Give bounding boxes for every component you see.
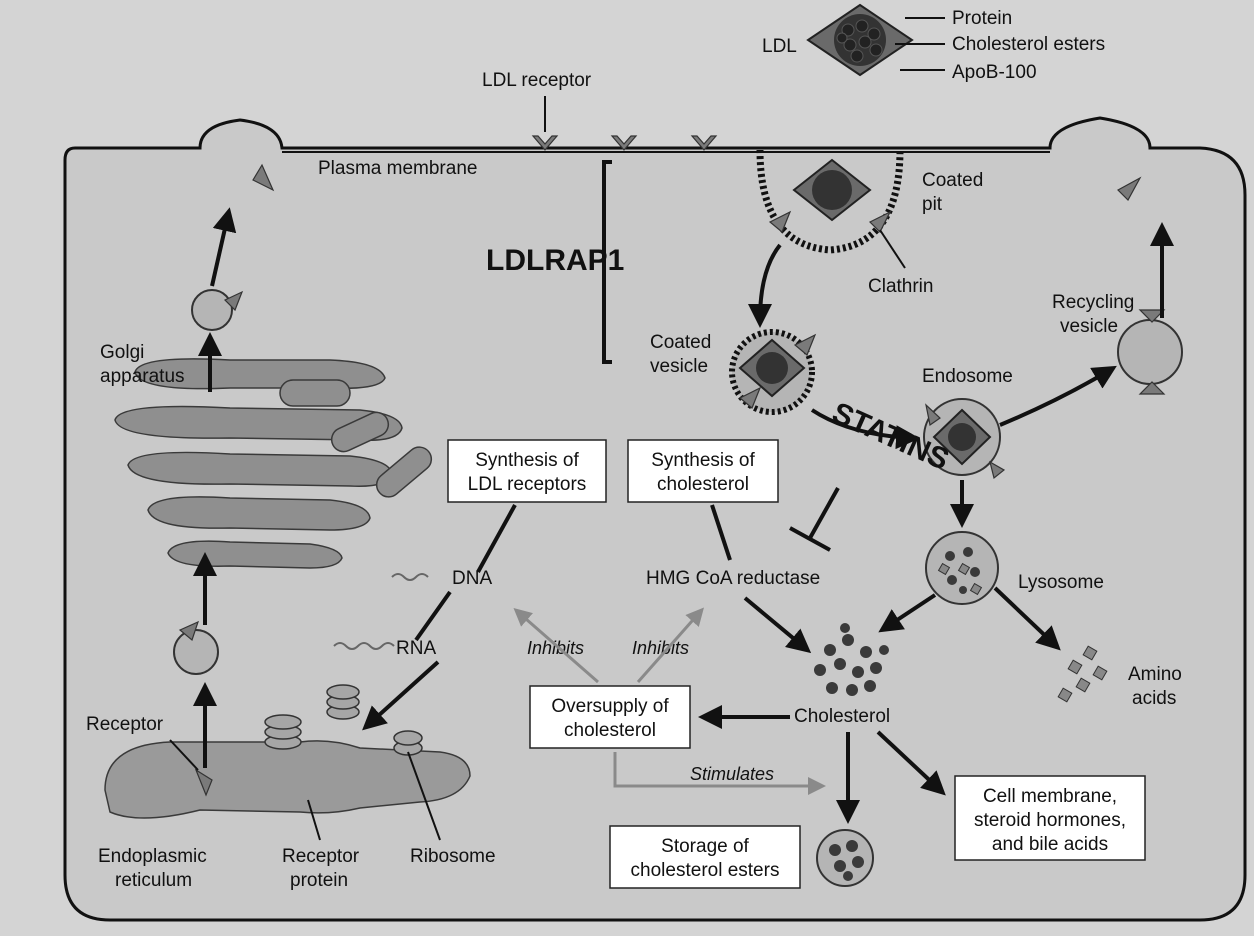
ldl-label: LDL: [762, 36, 797, 57]
svg-text:Oversupply of: Oversupply of: [551, 696, 669, 717]
ldl-receptor-label: LDL receptor: [482, 70, 592, 91]
svg-text:Synthesis of: Synthesis of: [651, 450, 755, 471]
rna-label: RNA: [396, 638, 436, 659]
ribosome-label: Ribosome: [410, 846, 496, 867]
endosome: [923, 398, 1006, 480]
clathrin-label: Clathrin: [868, 276, 933, 297]
apob-label: ApoB-100: [952, 62, 1037, 83]
recycling-vesicle: [1117, 309, 1183, 395]
lysosome: [925, 531, 999, 605]
golgi-apparatus: [114, 358, 433, 569]
endosome-label: Endosome: [922, 366, 1013, 387]
golgi-label-1: Golgi: [100, 342, 144, 363]
membrane-receptors: [252, 135, 1142, 201]
svg-text:and bile acids: and bile acids: [992, 834, 1108, 855]
cholesterol-esters-label: Cholesterol esters: [952, 34, 1105, 55]
recycling-vesicle-label-2: vesicle: [1060, 316, 1118, 337]
storage-vesicle: [816, 829, 874, 887]
plasma-membrane-label: Plasma membrane: [318, 158, 477, 179]
amino-acids: [1057, 645, 1108, 703]
ldl-particle: [806, 3, 914, 77]
oversupply-box: Oversupply of cholesterol: [529, 685, 691, 749]
svg-text:cholesterol esters: cholesterol esters: [631, 860, 780, 881]
coated-vesicle-label-2: vesicle: [650, 356, 708, 377]
synthesis-cholesterol-box: Synthesis of cholesterol: [627, 439, 779, 503]
protein-label: Protein: [952, 8, 1012, 29]
coated-vesicle-label-1: Coated: [650, 332, 711, 353]
pathway-arrows: [193, 207, 1174, 824]
svg-text:LDL receptors: LDL receptors: [468, 474, 587, 495]
coated-vesicle: [729, 329, 817, 415]
endoplasmic-reticulum: [104, 684, 471, 819]
amino-acids-label-1: Amino: [1128, 664, 1182, 685]
hmg-label: HMG CoA reductase: [646, 568, 820, 589]
svg-text:Storage of: Storage of: [661, 836, 749, 857]
synthesis-ldl-receptors-box: Synthesis of LDL receptors: [447, 439, 607, 503]
receptor-protein-label-2: protein: [290, 870, 348, 891]
receptor-protein-label-1: Receptor: [282, 846, 360, 867]
cell-membrane-box: Cell membrane, steroid hormones, and bil…: [954, 775, 1146, 861]
svg-text:cholesterol: cholesterol: [657, 474, 749, 495]
coated-pit-label-1: Coated: [922, 170, 983, 191]
coated-pit: [756, 149, 904, 254]
stimulates-label: Stimulates: [690, 764, 774, 784]
storage-box: Storage of cholesterol esters: [609, 825, 801, 889]
cholesterol-label: Cholesterol: [794, 706, 890, 727]
amino-acids-label-2: acids: [1132, 688, 1176, 709]
dna-label: DNA: [452, 568, 492, 589]
er-label-1: Endoplasmic: [98, 846, 207, 867]
feedback-arrows: [513, 607, 826, 795]
svg-text:cholesterol: cholesterol: [564, 720, 656, 741]
golgi-label-2: apparatus: [100, 366, 185, 387]
svg-text:Cell membrane,: Cell membrane,: [983, 786, 1117, 807]
cell-body: [63, 116, 1247, 922]
er-label-2: reticulum: [115, 870, 192, 891]
svg-text:steroid hormones,: steroid hormones,: [974, 810, 1126, 831]
ldlrap1-label: LDLRAP1: [486, 244, 624, 277]
receptor-vesicle-top: [191, 289, 244, 331]
svg-text:Synthesis of: Synthesis of: [475, 450, 579, 471]
recycling-vesicle-label-1: Recycling: [1052, 292, 1134, 313]
receptor-label: Receptor: [86, 714, 164, 735]
lysosome-label: Lysosome: [1018, 572, 1104, 593]
cholesterol-cluster: [814, 623, 889, 696]
inhibits-label-1: Inhibits: [527, 638, 584, 658]
receptor-vesicle-mid: [173, 620, 219, 675]
inhibits-label-2: Inhibits: [632, 638, 689, 658]
coated-pit-label-2: pit: [922, 194, 943, 215]
